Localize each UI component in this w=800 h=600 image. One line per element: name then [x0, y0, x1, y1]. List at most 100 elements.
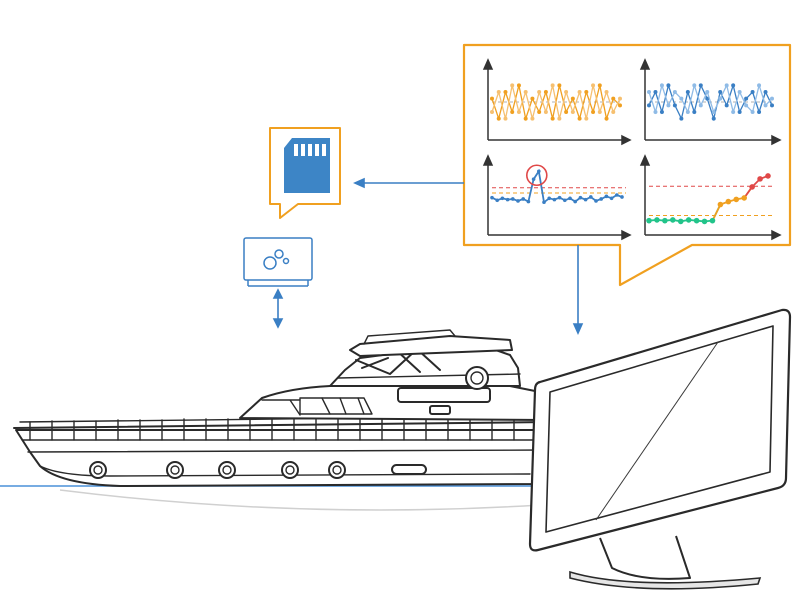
- data-point: [698, 83, 703, 88]
- data-point: [718, 96, 723, 101]
- data-point: [693, 217, 700, 224]
- data-point: [510, 110, 515, 114]
- data-point: [685, 217, 692, 223]
- data-point: [717, 201, 724, 208]
- chart-2-axes: [639, 58, 782, 146]
- data-point: [557, 195, 562, 200]
- data-point: [647, 90, 651, 94]
- data-point: [718, 90, 723, 94]
- data-point: [709, 217, 716, 224]
- data-point: [711, 110, 716, 114]
- data-point: [496, 116, 501, 121]
- data-point: [523, 116, 528, 121]
- data-point: [618, 103, 622, 108]
- data-point: [672, 103, 677, 108]
- data-point: [604, 194, 609, 199]
- data-point: [530, 116, 535, 121]
- data-point: [543, 110, 548, 114]
- monitor-screen: [545, 325, 774, 533]
- data-point: [666, 83, 671, 88]
- data-point: [620, 195, 624, 199]
- monitor-icon: [528, 308, 792, 590]
- data-point: [584, 90, 589, 94]
- data-point: [654, 217, 660, 223]
- data-point: [591, 83, 596, 88]
- data-point: [647, 103, 651, 108]
- sensor-module-icon: [243, 237, 313, 287]
- data-point: [550, 83, 555, 88]
- data-point: [597, 110, 602, 114]
- data-point: [573, 199, 577, 204]
- connector-sensor-to-yacht: [272, 288, 284, 329]
- data-point: [570, 96, 575, 101]
- data-point: [731, 83, 736, 88]
- data-point: [731, 110, 736, 114]
- data-point: [737, 110, 742, 114]
- data-point: [500, 196, 505, 201]
- data-point: [611, 96, 616, 101]
- chart-1-vibration-orange: [490, 83, 622, 122]
- data-point: [552, 197, 557, 202]
- data-point: [577, 116, 582, 121]
- data-point: [542, 200, 546, 205]
- data-point: [583, 197, 588, 202]
- data-point: [724, 83, 729, 88]
- data-point: [530, 96, 535, 101]
- data-point: [557, 116, 562, 121]
- data-point: [503, 116, 508, 121]
- data-point: [547, 196, 551, 201]
- monitor-base: [569, 570, 762, 590]
- data-point: [744, 96, 749, 101]
- data-point: [685, 90, 690, 94]
- data-point: [662, 217, 668, 224]
- chart-3-axes: [482, 154, 632, 241]
- data-point: [646, 217, 652, 224]
- data-point: [744, 103, 749, 108]
- data-point: [765, 173, 771, 179]
- data-point: [725, 198, 732, 205]
- anomaly-highlight-circle: [525, 164, 548, 187]
- chart-1-axes: [482, 58, 632, 146]
- data-point: [550, 116, 555, 121]
- monitor-stand: [599, 535, 691, 580]
- storage-callout: [269, 127, 341, 219]
- data-point: [490, 96, 494, 101]
- data-point: [597, 83, 602, 88]
- data-point: [516, 83, 521, 88]
- series-line: [743, 175, 769, 199]
- monitor-screen-glare: [595, 341, 719, 521]
- data-point: [564, 110, 569, 114]
- data-point: [615, 193, 619, 197]
- water-surface: [0, 485, 545, 511]
- data-point: [537, 110, 542, 114]
- data-point: [589, 195, 593, 199]
- series-line: [491, 85, 621, 119]
- data-point: [741, 195, 747, 201]
- data-point: [577, 90, 582, 94]
- data-point: [490, 195, 494, 200]
- data-point: [653, 110, 658, 114]
- callout-frame: [462, 43, 792, 287]
- data-point: [750, 90, 755, 94]
- data-point: [578, 195, 583, 200]
- data-point: [679, 96, 684, 101]
- data-point: [496, 90, 501, 94]
- data-point: [692, 110, 697, 114]
- data-point: [705, 96, 710, 101]
- data-point: [724, 103, 729, 108]
- data-point: [701, 218, 708, 225]
- data-point: [516, 110, 521, 114]
- data-point: [503, 90, 508, 94]
- data-point: [591, 110, 596, 114]
- data-point: [749, 184, 755, 190]
- chart-callout-panel: [462, 43, 792, 287]
- data-point: [511, 197, 515, 201]
- data-point: [659, 110, 664, 114]
- data-point: [670, 217, 676, 223]
- data-point: [611, 110, 616, 114]
- data-point: [770, 96, 774, 101]
- sd-card-icon: [284, 138, 330, 193]
- data-point: [685, 110, 690, 114]
- data-point: [557, 83, 562, 88]
